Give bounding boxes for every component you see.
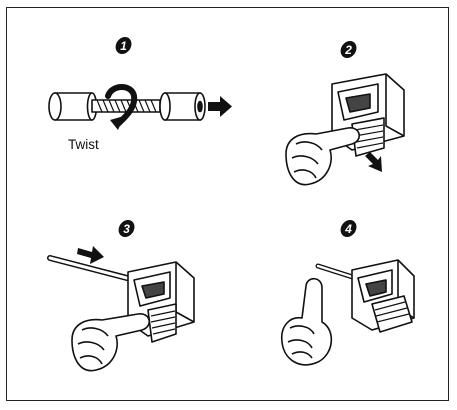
hand-released <box>282 279 332 365</box>
